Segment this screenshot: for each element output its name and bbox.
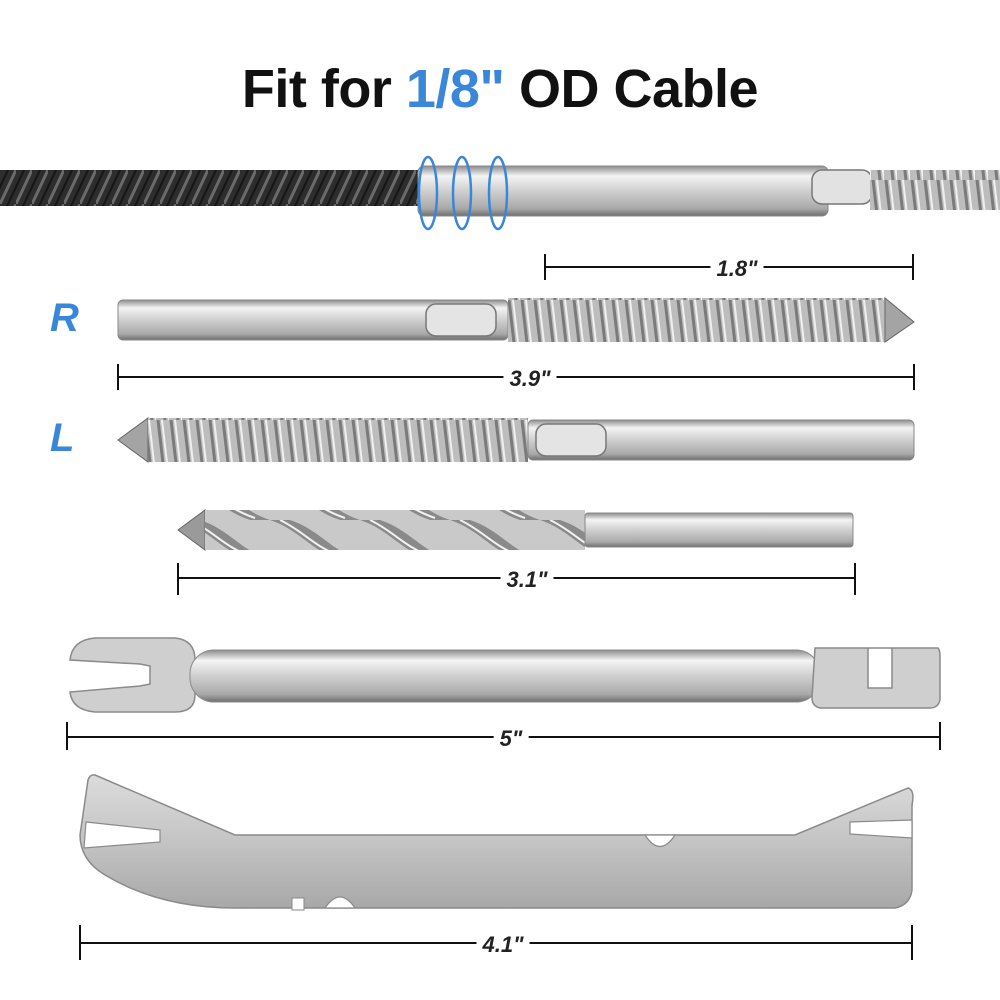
left-terminal-point: [117, 417, 149, 463]
right-hand-terminal: [117, 296, 915, 343]
bent-wrench-right-slot: [849, 819, 913, 839]
left-terminal-crimp: [535, 423, 607, 457]
cable-terminal-body: [417, 165, 829, 217]
rotation-ring-icon: [417, 155, 439, 231]
dimension-drill-label: 3.1": [500, 567, 554, 593]
title-prefix: Fit for: [241, 59, 406, 119]
right-terminal-thread: [508, 298, 886, 342]
cable-rope: [0, 170, 420, 206]
bent-wrench-small-slot: [291, 897, 305, 911]
left-hand-label: L: [50, 416, 75, 460]
left-terminal-body: [527, 419, 915, 461]
left-hand-terminal: [117, 417, 915, 463]
bent-flat-wrench: [79, 774, 914, 911]
left-terminal-thread: [148, 418, 528, 462]
dimension-thread-label: 1.8": [710, 256, 764, 282]
title-suffix: OD Cable: [504, 59, 759, 119]
bent-wrench-notch-bottom: [323, 896, 357, 909]
rotation-ring-icon: [487, 155, 509, 231]
wrench-left-fork: [69, 637, 196, 713]
drill-bit-flutes: [205, 510, 585, 550]
drill-bit-tip: [177, 509, 206, 551]
bent-wrench-left-slot: [83, 821, 161, 849]
cable-terminal-crimp: [811, 169, 873, 205]
page-title: Fit for 1/8" OD Cable: [0, 58, 1000, 120]
wrench-shaft: [189, 649, 821, 703]
rotation-ring-icon: [451, 155, 473, 231]
drill-bit-shank: [584, 512, 854, 548]
right-hand-label: R: [50, 296, 79, 340]
right-terminal-point: [884, 296, 915, 343]
straight-wrench: [69, 637, 941, 713]
right-terminal-crimp: [425, 303, 497, 337]
bent-wrench-body: [79, 774, 914, 909]
dimension-wrench-label: 5": [493, 726, 529, 752]
drill-bit: [177, 509, 854, 551]
wrench-right-slot-head: [811, 647, 941, 709]
bent-wrench-notch-top: [643, 834, 677, 848]
title-accent: 1/8": [405, 59, 505, 119]
cable-terminal-thread: [870, 170, 1000, 210]
cable-assembly: [0, 155, 1000, 231]
dimension-terminal-label: 3.9": [503, 366, 557, 392]
dimension-bent-wrench-label: 4.1": [476, 932, 530, 958]
